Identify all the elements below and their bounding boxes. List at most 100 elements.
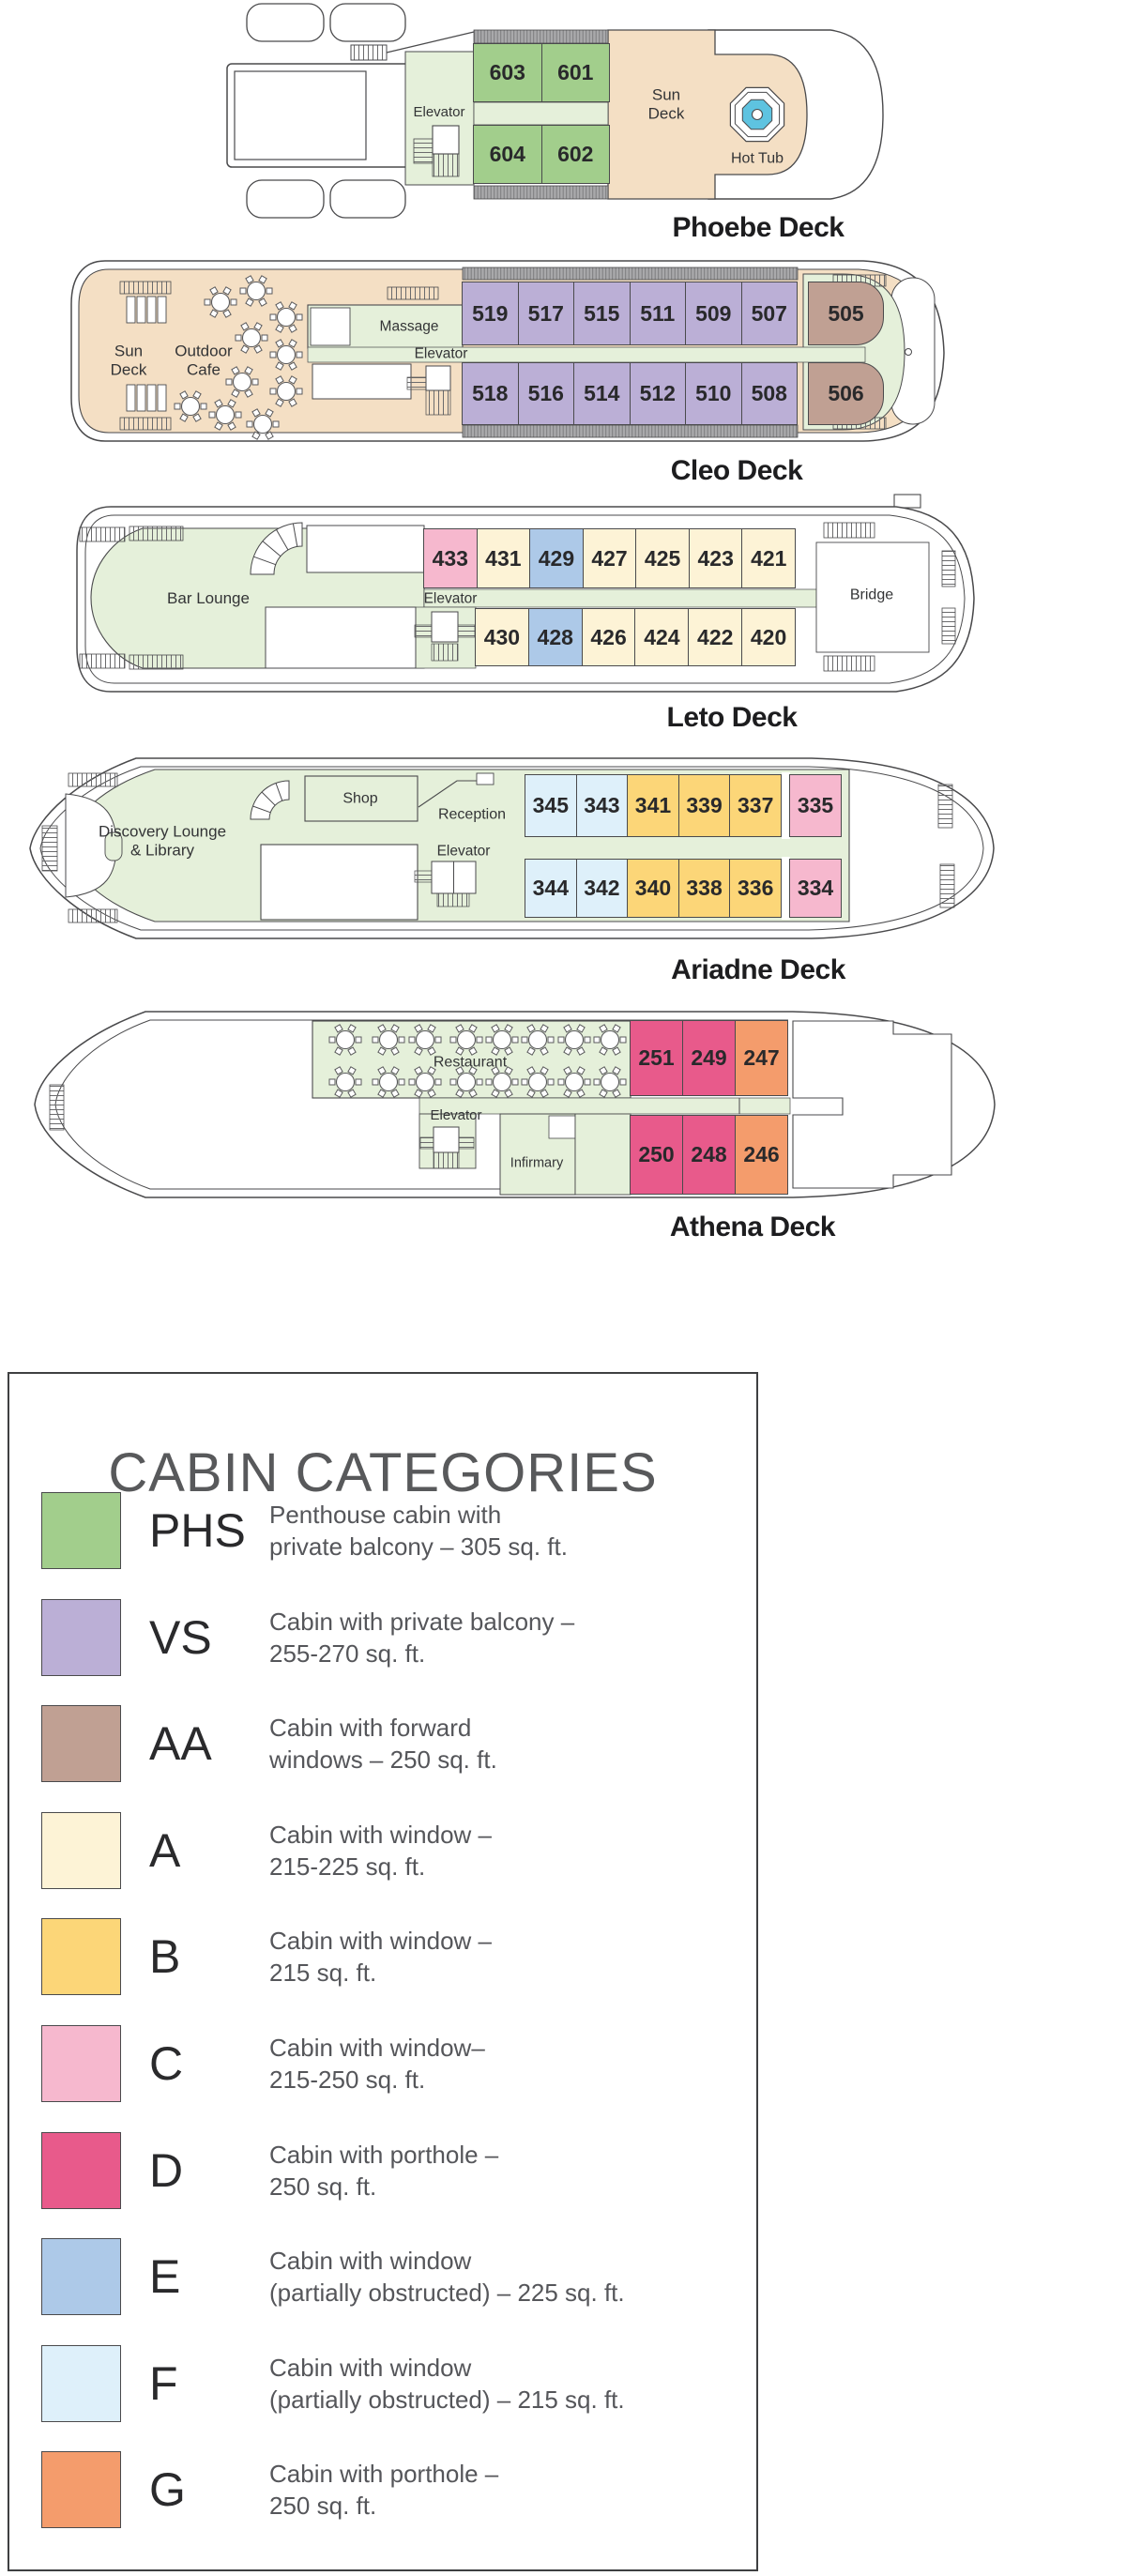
cabin-335: 335 xyxy=(789,774,842,837)
legend-description-line1: Cabin with porthole – xyxy=(269,2460,499,2489)
legend-description-line2: windows – 250 sq. ft. xyxy=(269,1745,497,1775)
cabin-428: 428 xyxy=(527,608,583,666)
cabin-number: 335 xyxy=(797,793,834,817)
legend-color-swatch xyxy=(41,2344,121,2422)
legend-category-description: Cabin with window– 215-250 sq. ft. xyxy=(269,2032,485,2096)
railing-hatch xyxy=(68,772,118,787)
lifeboat-icon xyxy=(329,3,406,42)
cabin-512: 512 xyxy=(629,362,686,425)
legend-category-code: VS xyxy=(149,1610,212,1664)
cleo-cabin-505: 505 xyxy=(808,282,884,345)
cabin-number: 251 xyxy=(638,1045,675,1070)
cabin-339: 339 xyxy=(677,774,731,837)
legend-category-D: D Cabin with porthole – 250 sq. ft. xyxy=(41,2131,625,2209)
cabin-433: 433 xyxy=(423,528,478,588)
phoebe-sun-deck-label: Sun Deck xyxy=(647,85,685,123)
cabin-number: 604 xyxy=(489,142,525,166)
cabin-number: 505 xyxy=(828,300,864,326)
cabin-number: 248 xyxy=(691,1142,727,1166)
cabin-number: 337 xyxy=(737,793,774,817)
legend-category-B: B Cabin with window – 215 sq. ft. xyxy=(41,1918,625,1996)
cabin-247: 247 xyxy=(735,1020,788,1096)
legend-category-description: Cabin with window – 215 sq. ft. xyxy=(269,1925,492,1989)
legend-description-line1: Cabin with porthole – xyxy=(269,2140,499,2169)
athena-restaurant-label: Restaurant xyxy=(433,1054,508,1071)
legend-category-code: F xyxy=(149,2356,178,2410)
railing-hatch xyxy=(823,655,875,672)
cabin-508: 508 xyxy=(740,362,798,425)
cabin-number: 336 xyxy=(737,876,774,900)
cabin-number: 516 xyxy=(527,381,564,405)
railing-hatch xyxy=(387,286,439,300)
legend-category-F: F Cabin with window (partially obstructe… xyxy=(41,2344,625,2422)
cabin-424: 424 xyxy=(634,608,690,666)
cabin-number: 507 xyxy=(751,300,787,326)
cabin-602: 602 xyxy=(540,125,610,184)
cabin-number: 341 xyxy=(634,793,672,817)
cabin-515: 515 xyxy=(573,282,631,345)
athena-elevator-label: Elevator xyxy=(430,1107,482,1123)
cabin-number: 506 xyxy=(828,381,864,405)
cabin-421: 421 xyxy=(741,528,797,588)
cleo-outdoor-cafe-label: Outdoor Cafe xyxy=(175,342,233,379)
legend-description-line2: 215-250 sq. ft. xyxy=(269,2065,426,2094)
cabin-number: 246 xyxy=(743,1142,780,1166)
cabin-342: 342 xyxy=(575,859,629,918)
legend-category-code: PHS xyxy=(149,1504,246,1557)
cabin-431: 431 xyxy=(476,528,531,588)
ariadne-cabin-335: 335 xyxy=(789,774,842,837)
porthole-dot xyxy=(905,348,912,356)
cabin-334: 334 xyxy=(789,859,842,918)
legend-category-C: C Cabin with window– 215-250 sq. ft. xyxy=(41,2024,625,2102)
legend-category-code: B xyxy=(149,1930,181,1984)
sun-loungers-icon xyxy=(126,296,167,412)
legend-rows: PHS Penthouse cabin with private balcony… xyxy=(41,1492,625,2558)
railing-hatch xyxy=(129,526,184,541)
legend-color-swatch xyxy=(41,2131,121,2209)
phoebe-hot-tub-label: Hot Tub xyxy=(730,150,784,167)
legend-category-description: Cabin with porthole – 250 sq. ft. xyxy=(269,2139,498,2203)
legend-description-line2: (partially obstructed) – 225 sq. ft. xyxy=(269,2279,625,2308)
cabin-511: 511 xyxy=(629,282,686,345)
cabin-number: 344 xyxy=(532,876,569,900)
cabin-number: 429 xyxy=(538,545,575,571)
legend-color-swatch xyxy=(41,1705,121,1783)
cabin-number: 338 xyxy=(686,876,723,900)
legend-description-line2: 250 sq. ft. xyxy=(269,2172,377,2201)
cabin-number: 421 xyxy=(751,545,787,571)
cabin-number: 519 xyxy=(472,300,509,326)
legend-category-code: D xyxy=(149,2143,184,2197)
legend-description-line2: 215-225 sq. ft. xyxy=(269,1852,426,1881)
stairs-icon xyxy=(425,389,451,416)
railing-hatch xyxy=(823,522,875,539)
athena-cabins-top: 251 249 247 xyxy=(630,1020,788,1096)
cabin-507: 507 xyxy=(740,282,798,345)
cabin-505: 505 xyxy=(808,282,884,345)
stairs-icon xyxy=(458,1136,475,1150)
cabin-number: 431 xyxy=(485,545,522,571)
legend-color-swatch xyxy=(41,1918,121,1996)
legend-color-swatch xyxy=(41,1492,121,1569)
lifeboat-icon xyxy=(329,179,406,219)
elevator-shaft xyxy=(432,125,460,155)
ariadne-elevator-label: Elevator xyxy=(436,843,491,860)
cabin-number: 249 xyxy=(691,1045,727,1070)
legend-category-description: Cabin with window (partially obstructed)… xyxy=(269,2352,625,2416)
cabin-251: 251 xyxy=(630,1020,683,1096)
ariadne-cabin-334: 334 xyxy=(789,859,842,918)
sun-deck-area xyxy=(607,29,808,200)
legend-category-description: Cabin with window (partially obstructed)… xyxy=(269,2245,625,2309)
cabin-number: 511 xyxy=(640,300,676,326)
cabin-number: 424 xyxy=(644,624,680,649)
cabin-425: 425 xyxy=(635,528,690,588)
railing-hatch xyxy=(129,654,184,670)
cabin-426: 426 xyxy=(581,608,636,666)
cabin-number: 334 xyxy=(797,876,834,900)
cabin-518: 518 xyxy=(462,362,519,425)
cabin-number: 512 xyxy=(639,381,676,405)
